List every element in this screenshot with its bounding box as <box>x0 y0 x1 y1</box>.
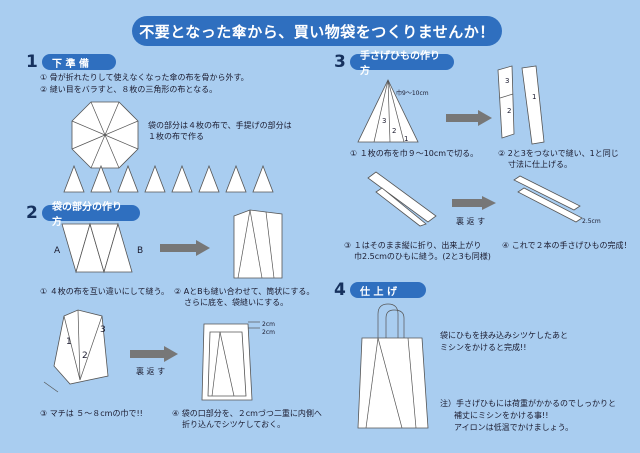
s3-step-2-line-1: ② 2と3をつないで縫い、1と同じ <box>498 149 619 158</box>
section-4-number: 4 <box>334 280 346 300</box>
s2-step-3: ③ マチは ５～８cmの巾で!! <box>40 409 143 418</box>
s3-step-1: ① １枚の布を巾９～10cmで切る。 <box>350 149 479 158</box>
arrow-right-icon <box>160 240 210 256</box>
s2-step-4-line-1: ④ 袋の口部分を、２cmづつ二重に内側へ <box>172 409 322 418</box>
finished-strap-illustration <box>513 175 583 223</box>
fold-dim-1: 2cm <box>262 321 275 328</box>
folded-strap-illustration <box>367 171 437 227</box>
strip-num-1: 1 <box>532 93 537 101</box>
arrow-right-icon <box>446 110 492 126</box>
fold-dim-2: 2cm <box>262 329 275 336</box>
s1-step-2: ② 縫い目をバラすと、８枚の三角形の布となる。 <box>40 85 218 94</box>
section-2-number: 2 <box>26 203 38 223</box>
s2-step-2-line-2: さらに底を、袋縫いにする。 <box>184 298 289 307</box>
four-panels-sewn-illustration <box>61 222 133 274</box>
section-3-heading: 手さげひもの作り方 <box>350 51 454 77</box>
arrow-right-icon <box>452 196 496 210</box>
s3-step-3-line-2: 巾2.5cmのひもに縫う。(2と3も同様) <box>354 252 491 261</box>
s3-step-3-line-1: ③ １はそのまま縦に折り、出来上がり <box>344 241 482 250</box>
umbrella-octagon-illustration <box>71 101 139 169</box>
s3-reverse-label: 裏 返 す <box>456 217 486 226</box>
gusset-num-3: 3 <box>100 325 106 335</box>
section-3-number: 3 <box>334 52 346 72</box>
strap-finished-dim: 2.5cm <box>582 218 601 225</box>
s4-note-line-2: 補丈にミシンをかける事!! <box>454 411 549 420</box>
section-4-heading: 仕 上 げ <box>350 282 426 298</box>
s3-step-4: ④ これで２本の手さげひもの完成！ <box>502 241 632 250</box>
arrow-right-icon <box>130 346 178 362</box>
s2-step-1: ① ４枚の布を互い違いにして縫う。 <box>40 287 169 296</box>
s4-note-line-1: 注）手さげひもには荷重がかかるのでしっかりと <box>440 399 616 408</box>
s2-reverse-label: 裏 返 す <box>136 367 166 376</box>
s3-step-2-line-2: 寸法に仕上げる。 <box>508 160 572 169</box>
tube-bag-illustration <box>233 209 283 279</box>
triangle-num-1: 1 <box>404 135 409 143</box>
strip-num-3: 3 <box>505 77 510 85</box>
section-1-number: 1 <box>26 52 38 72</box>
triangle-num-2: 2 <box>392 127 397 135</box>
s1-step-1: ① 骨が折れたりして使えなくなった傘の布を骨から外す。 <box>40 73 249 82</box>
folded-top-bag-illustration <box>201 321 260 401</box>
strap-width-dim: 巾9～10cm <box>396 90 429 97</box>
gusset-num-2: 2 <box>82 351 88 361</box>
page-title: 不要となった傘から、買い物袋をつくりませんか！ <box>132 16 502 46</box>
gusset-num-1: 1 <box>66 337 72 347</box>
finished-bag-illustration <box>357 303 429 429</box>
label-b: B <box>137 246 144 256</box>
section-2-heading: 袋の部分の作り方 <box>42 202 140 228</box>
strap-triangle-illustration <box>357 79 419 143</box>
label-a: A <box>54 246 61 256</box>
s1-note-line-1: 袋の部分は４枚の布で、手提げの部分は <box>148 121 292 130</box>
s2-step-4-line-2: 折り込んでシツケしておく。 <box>182 420 286 429</box>
section-1-heading: 下 準 備 <box>42 54 116 70</box>
s4-note-line-3: アイロンは低温でかけましょう。 <box>454 423 574 432</box>
strip-num-2: 2 <box>507 107 512 115</box>
s2-step-2-line-1: ② AとBも縫い合わせて、筒状にする。 <box>174 287 315 296</box>
triangle-num-3: 3 <box>382 117 387 125</box>
s1-note-line-2: １枚の布で作る <box>148 132 204 141</box>
s4-text-line-1: 袋にひもを挟み込みシツケしたあと <box>440 331 568 340</box>
gusset-bag-illustration <box>43 309 109 393</box>
eight-triangles-illustration <box>63 164 274 193</box>
s4-text-line-2: ミシンをかけると完成!! <box>440 343 527 352</box>
strap-strips-illustration <box>497 65 545 145</box>
